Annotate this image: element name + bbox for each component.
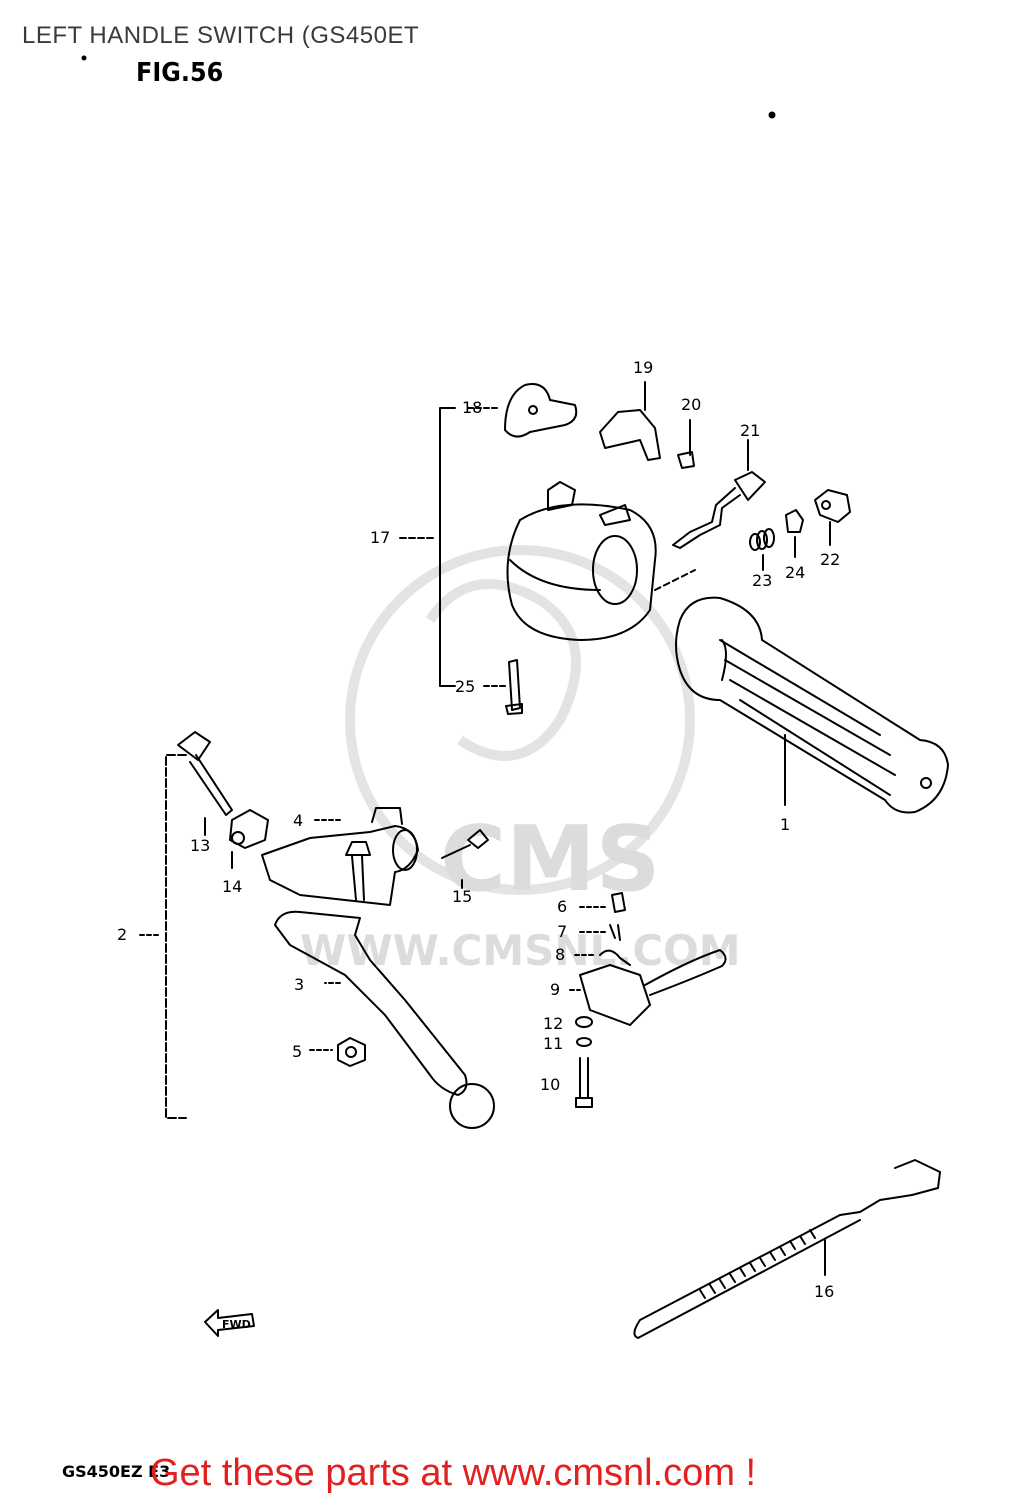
- part-12-washer: [575, 1016, 593, 1028]
- part-number-1: 1: [780, 815, 790, 834]
- part-number-25: 25: [455, 677, 475, 696]
- part-number-17: 17: [370, 528, 390, 547]
- part-9-switch-body: [569, 949, 727, 1026]
- part-24-washer: [785, 509, 804, 558]
- part-number-16: 16: [814, 1282, 834, 1301]
- part-5-nut: [309, 1037, 366, 1067]
- part-number-18: 18: [462, 398, 482, 417]
- part-number-14: 14: [222, 877, 242, 896]
- part-16-cable-tie: [633, 1159, 941, 1339]
- part-number-8: 8: [555, 945, 565, 964]
- page-title: LEFT HANDLE SWITCH (GS450ET: [22, 22, 420, 49]
- part-number-3: 3: [294, 975, 304, 994]
- part-13-bolt: [177, 731, 233, 836]
- part-25-pin: [505, 659, 523, 715]
- part-3-lever: [274, 910, 495, 1129]
- part-number-24: 24: [785, 563, 805, 582]
- part-1-grip: [675, 596, 949, 814]
- part-19-knob: [599, 381, 661, 461]
- bracket-17: [439, 407, 456, 687]
- part-18-button: [504, 383, 578, 438]
- part-number-21: 21: [740, 421, 760, 440]
- part-23-spring: [749, 528, 775, 571]
- part-number-15: 15: [452, 887, 472, 906]
- lever-bracket: [261, 807, 419, 906]
- bracket-2: [165, 754, 187, 1119]
- part-number-23: 23: [752, 571, 772, 590]
- model-code: GS450EZ E3: [62, 1462, 171, 1481]
- part-15-screw: [441, 829, 489, 889]
- part-number-12: 12: [543, 1014, 563, 1033]
- part-22-bushing: [814, 489, 851, 546]
- part-20-screw: [677, 419, 695, 469]
- cta-link[interactable]: Get these parts at www.cmsnl.com !: [150, 1452, 757, 1494]
- part-number-4: 4: [293, 811, 303, 830]
- part-6-screw: [579, 892, 626, 913]
- part-7-clip: [579, 924, 621, 941]
- part-14-bushing: [229, 809, 269, 869]
- part-17-housing: [506, 481, 696, 641]
- part-4-bolt: [314, 819, 371, 901]
- part-number-22: 22: [820, 550, 840, 569]
- part-8-contact: [574, 949, 631, 966]
- part-21-lever: [672, 439, 766, 549]
- part-number-11: 11: [543, 1034, 563, 1053]
- part-number-9: 9: [550, 980, 560, 999]
- part-number-7: 7: [557, 922, 567, 941]
- part-number-10: 10: [540, 1075, 560, 1094]
- part-number-6: 6: [557, 897, 567, 916]
- part-11-washer: [576, 1037, 592, 1047]
- part-10-screw: [575, 1057, 593, 1108]
- figure-label: FIG.56: [136, 58, 224, 88]
- part-number-20: 20: [681, 395, 701, 414]
- part-number-19: 19: [633, 358, 653, 377]
- fwd-label: FWD: [222, 1318, 251, 1331]
- part-number-13: 13: [190, 836, 210, 855]
- part-number-2: 2: [117, 925, 127, 944]
- part-number-5: 5: [292, 1042, 302, 1061]
- fwd-arrow-icon: [204, 1309, 255, 1337]
